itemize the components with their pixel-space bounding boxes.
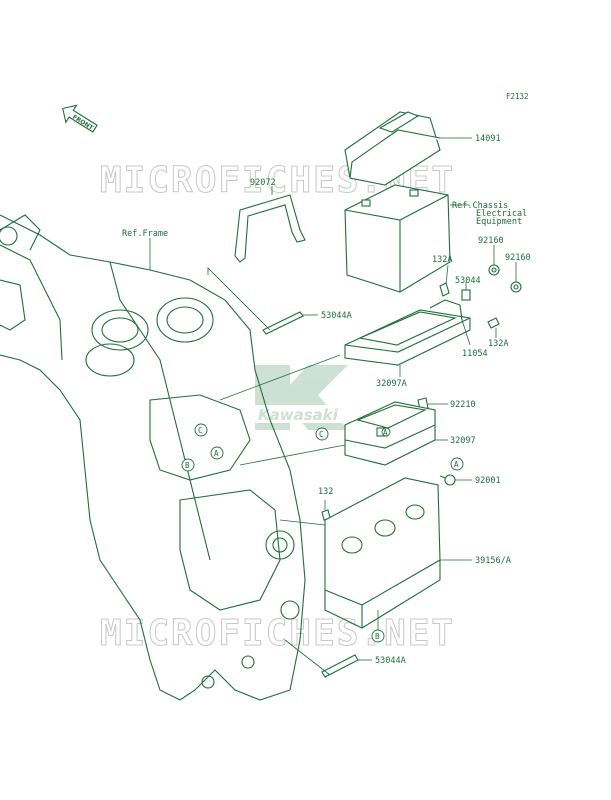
callout-132a-right: 132A	[488, 339, 508, 349]
diagram-code: F2132	[506, 92, 529, 101]
bolt-132a-right	[487, 317, 500, 329]
circle-ref-c-2-label: C	[319, 430, 324, 439]
callout-92160-b: 92160	[505, 253, 531, 263]
callout-132a-top: 132A	[432, 255, 452, 265]
callout-53044: 53044	[455, 276, 481, 286]
circle-ref-a-1-label: A	[214, 449, 219, 458]
circle-ref-a-3: A	[381, 427, 391, 437]
circle-ref-c-1: C	[194, 423, 208, 437]
nut-92160-right	[510, 281, 522, 293]
circle-ref-b-1: B	[181, 458, 195, 472]
callout-53044a-upper: 53044A	[321, 311, 352, 321]
watermark-bottom: MICROFICHES.NET	[100, 613, 455, 654]
clip-53044	[461, 289, 471, 301]
callout-11054: 11054	[462, 349, 488, 359]
circle-ref-c-2: C	[315, 427, 329, 441]
battery-case-32097a	[344, 299, 471, 366]
circle-ref-a-2-label: A	[454, 460, 459, 469]
callout-92210: 92210	[450, 400, 476, 410]
callout-32097: 32097	[450, 436, 476, 446]
circle-ref-a-2: A	[450, 457, 464, 471]
battery-box-39156a	[324, 477, 441, 629]
callout-32097a: 32097A	[376, 379, 407, 389]
circle-ref-a-1: A	[210, 446, 224, 460]
callout-14091: 14091	[475, 134, 501, 144]
strip-53044a-upper	[262, 311, 304, 335]
bolt-92001	[439, 474, 456, 486]
callout-132: 132	[318, 487, 333, 497]
circle-ref-b-2-label: B	[375, 632, 380, 641]
leader-lines	[149, 137, 517, 676]
circle-ref-c-1-label: C	[198, 426, 203, 435]
bolt-132a-top	[439, 282, 450, 297]
ref-chassis-line3: Equipment	[476, 217, 522, 227]
kawasaki-logo: Kawasaki	[250, 365, 370, 430]
battery-part	[344, 184, 451, 293]
circle-ref-a-3-label: A	[383, 428, 388, 437]
callout-92160-a: 92160	[478, 236, 504, 246]
nut-92160-left	[488, 264, 500, 276]
ref-frame-label: Ref.Frame	[122, 229, 168, 239]
ref-chassis-line2: Electrical	[476, 209, 527, 219]
callout-92072: 92072	[250, 178, 276, 188]
callout-92001: 92001	[475, 476, 501, 486]
front-direction-arrow: FRONT	[62, 104, 98, 133]
battery-strap-part	[234, 194, 306, 263]
ref-chassis-line1: Ref.Chassis	[452, 201, 508, 211]
circle-ref-b-1-label: B	[185, 461, 190, 470]
circle-ref-b-2: B	[371, 629, 385, 643]
callout-53044a-lower: 53044A	[375, 656, 406, 666]
callout-39156a: 39156/A	[475, 556, 511, 566]
logo-text: Kawasaki	[258, 406, 339, 424]
battery-cover-part	[344, 111, 441, 186]
motorcycle-frame	[0, 214, 306, 701]
strip-53044a-lower	[321, 654, 359, 678]
